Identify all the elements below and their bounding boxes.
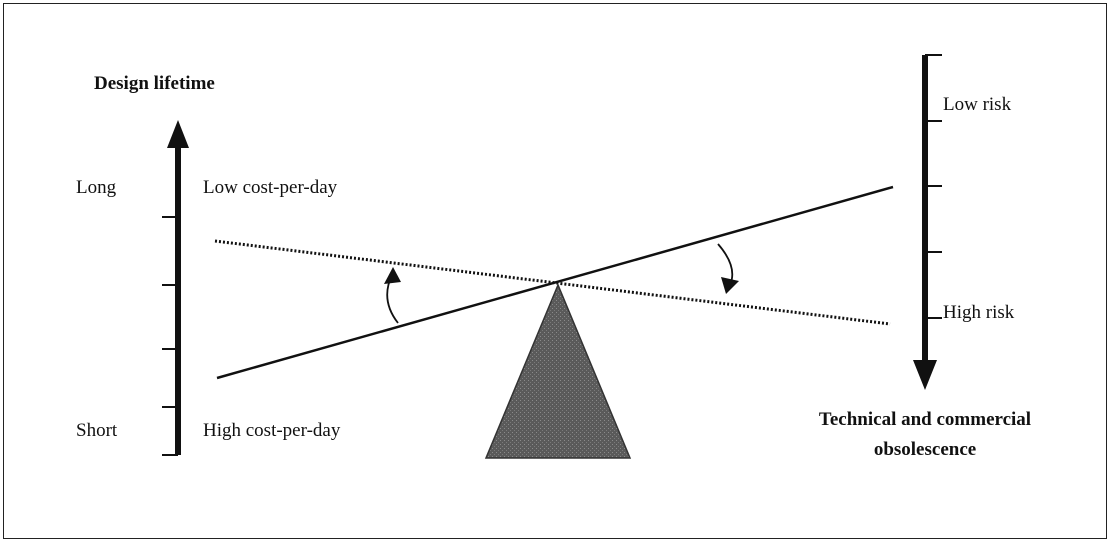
rotation-arrow-right (717, 243, 739, 294)
left-axis-bottom-label: Short (76, 420, 118, 441)
left-axis (162, 120, 189, 456)
fulcrum-triangle (484, 283, 632, 459)
right-axis-bottom-label: High risk (943, 302, 1015, 323)
left-axis-title: Design lifetime (94, 73, 215, 94)
beam-top-label: Low cost-per-day (203, 177, 338, 198)
right-axis-arrowhead (913, 360, 937, 390)
rotation-arrow-left (384, 267, 401, 324)
right-axis-title-line1: Technical and commercial (818, 409, 1032, 430)
tilted-beam-solid (216, 185, 894, 380)
right-axis-top-label: Low risk (943, 94, 1012, 115)
right-axis-title-line2: obsolescence (873, 439, 977, 460)
right-axis (913, 54, 942, 390)
tilted-beam-dotted (214, 239, 891, 326)
beam-bottom-label: High cost-per-day (203, 420, 341, 441)
left-axis-arrowhead (167, 120, 189, 148)
diagram-frame (3, 3, 1107, 539)
left-axis-top-label: Long (76, 177, 117, 198)
